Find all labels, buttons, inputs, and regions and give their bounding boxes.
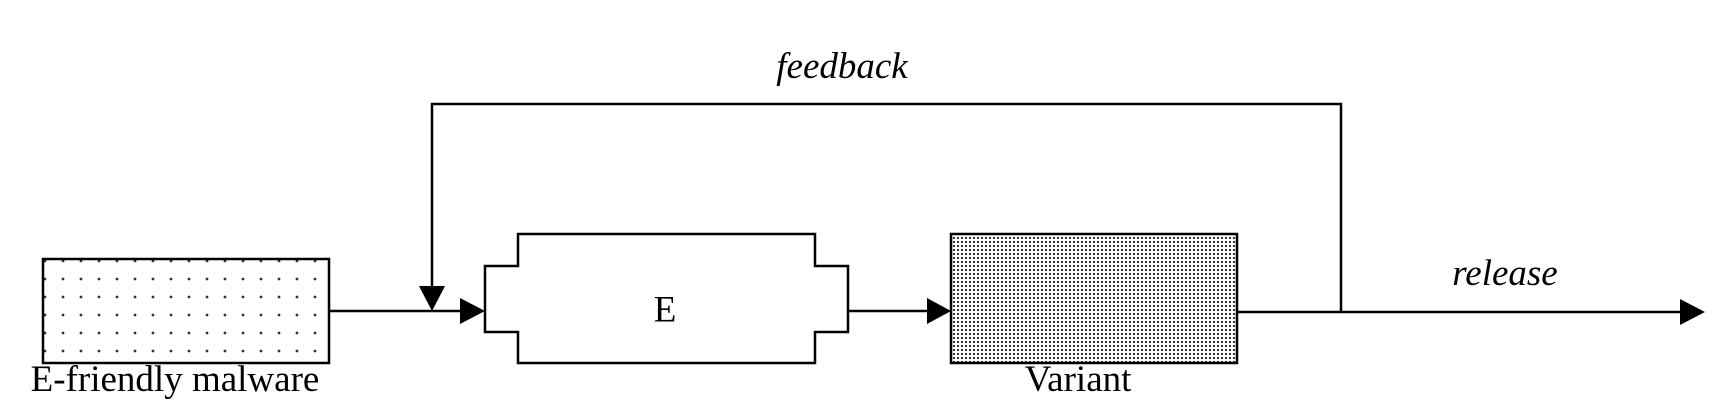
feedback-label: feedback (776, 46, 908, 87)
engine-input-arrowhead (460, 298, 485, 324)
feedback-arrowhead (419, 286, 445, 311)
variant-box (949, 232, 1239, 365)
release-label: release (1452, 253, 1557, 294)
source-label: E-friendly malware (31, 359, 320, 400)
feedback-loop-line (430, 102, 1343, 312)
release-arrowhead (1680, 299, 1705, 325)
variant-input-arrowhead (927, 298, 951, 324)
engine-label: E (654, 289, 677, 330)
source-box (41, 257, 331, 365)
variant-label: Variant (1025, 359, 1133, 400)
engine-box (483, 232, 850, 365)
